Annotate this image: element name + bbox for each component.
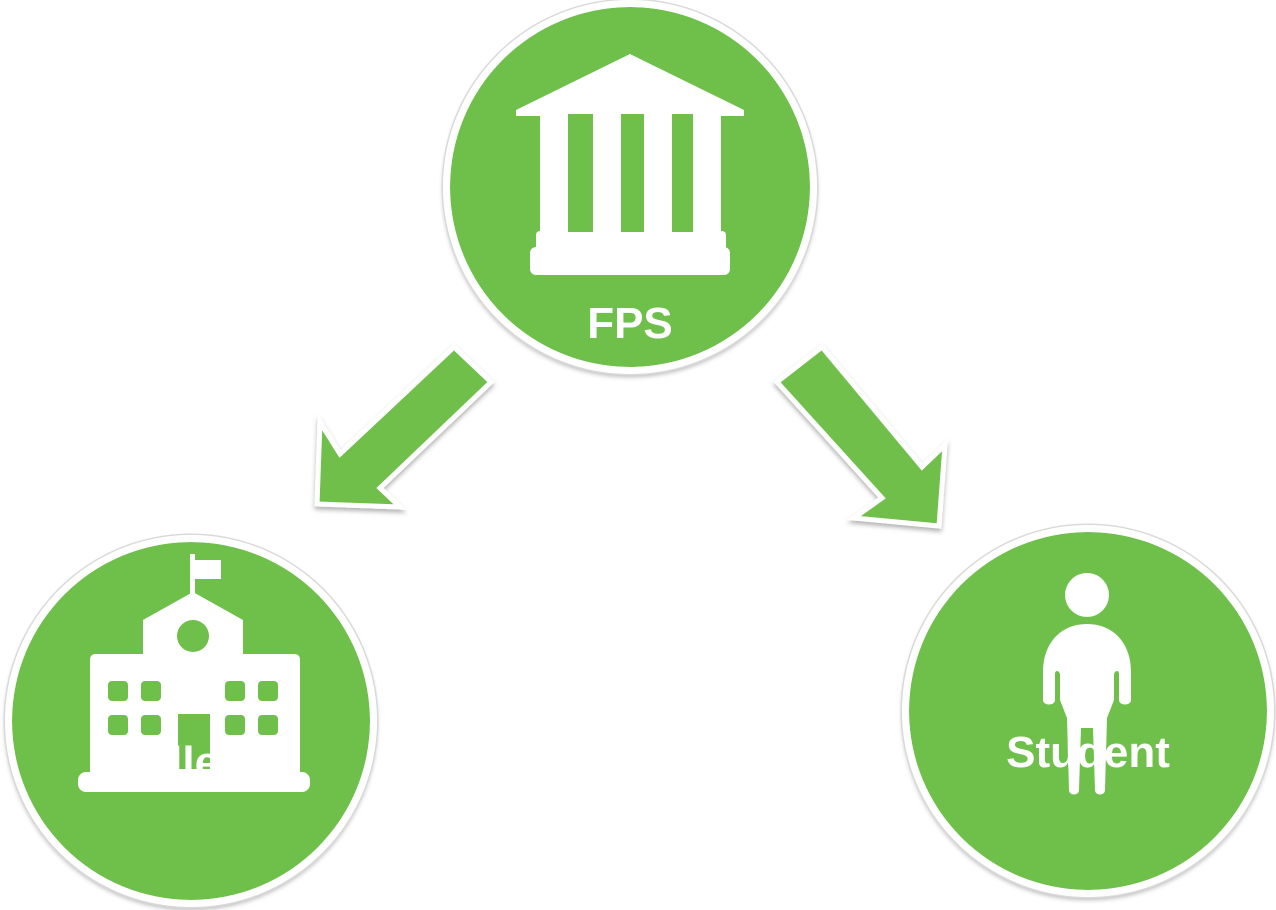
bank-building-icon (450, 7, 810, 367)
arrow-fps-to-college (314, 343, 495, 510)
college-node: College (5, 535, 377, 907)
college-label: College (111, 738, 271, 787)
fps-node: FPS (443, 0, 817, 374)
person-icon (909, 532, 1267, 890)
school-building-icon (12, 542, 370, 900)
fps-label: FPS (587, 299, 673, 348)
arrow-fps-to-student (773, 343, 948, 529)
student-label: Student (1006, 728, 1170, 777)
student-node: Student (902, 525, 1274, 897)
